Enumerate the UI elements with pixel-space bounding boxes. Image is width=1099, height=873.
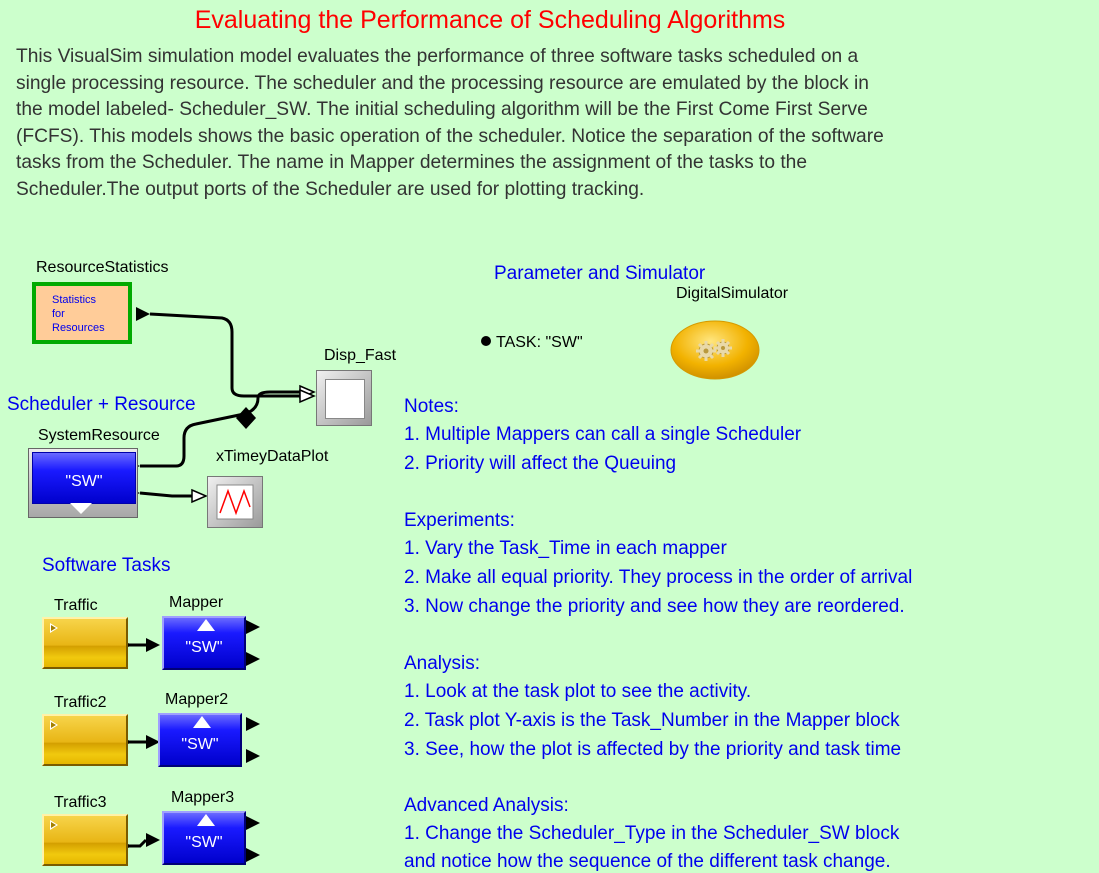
- advanced-analysis-item: and notice how the sequence of the diffe…: [404, 851, 891, 872]
- down-triangle-icon: [70, 503, 92, 514]
- mapper3-value: "SW": [185, 834, 223, 851]
- mapper-block[interactable]: "SW": [162, 616, 246, 670]
- wire-traffic3-to-mapper3: [128, 838, 148, 848]
- mapper-label: Mapper: [169, 594, 224, 611]
- sine-wave-icon: [216, 484, 254, 520]
- parameter-heading: Parameter and Simulator: [494, 263, 706, 284]
- system-resource-value: "SW": [65, 473, 103, 490]
- up-triangle-icon: [193, 716, 211, 728]
- analysis-item: 1. Look at the task plot to see the acti…: [404, 681, 752, 702]
- mapper2-block[interactable]: "SW": [158, 713, 242, 767]
- traffic3-label: Traffic3: [54, 794, 107, 811]
- advanced-analysis-item: 1. Change the Scheduler_Type in the Sche…: [404, 823, 900, 844]
- notes-heading: Notes:: [404, 396, 459, 417]
- wire-stats-to-disp: [149, 312, 300, 398]
- experiments-heading: Experiments:: [404, 510, 515, 531]
- task-parameter[interactable]: TASK: "SW": [481, 334, 583, 352]
- traffic-block[interactable]: [42, 617, 128, 669]
- stats-box-line: Statistics: [52, 294, 97, 306]
- traffic2-block[interactable]: [42, 714, 128, 766]
- mapper3-block[interactable]: "SW": [162, 811, 246, 865]
- software-tasks-heading: Software Tasks: [42, 555, 171, 576]
- scheduler-heading: Scheduler + Resource: [7, 394, 196, 415]
- bullet-icon: [481, 336, 491, 346]
- resource-statistics-label: ResourceStatistics: [36, 259, 169, 276]
- advanced-analysis-heading: Advanced Analysis:: [404, 795, 569, 816]
- up-triangle-icon: [197, 814, 215, 826]
- experiments-item: 3. Now change the priority and see how t…: [404, 596, 905, 617]
- simulator-label: DigitalSimulator: [676, 285, 789, 302]
- task-parameter-text: TASK: "SW": [496, 334, 583, 351]
- up-triangle-icon: [197, 619, 215, 631]
- digital-simulator-icon[interactable]: [668, 320, 762, 380]
- display-screen-icon: [325, 379, 365, 419]
- analysis-heading: Analysis:: [404, 653, 481, 674]
- xtimey-plot-label: xTimeyDataPlot: [216, 448, 329, 465]
- xtimey-plot-block[interactable]: [207, 476, 263, 528]
- mapper3-label: Mapper3: [171, 789, 235, 806]
- resource-statistics-block[interactable]: Statistics for Resources: [32, 282, 132, 344]
- notes-item: 2. Priority will affect the Queuing: [404, 453, 677, 474]
- model-description: This VisualSim simulation model evaluate…: [16, 46, 884, 200]
- system-resource-block[interactable]: "SW": [28, 448, 138, 518]
- analysis-item: 3. See, how the plot is affected by the …: [404, 739, 902, 760]
- stats-box-line: for: [52, 308, 65, 320]
- traffic3-block[interactable]: [42, 814, 128, 866]
- stats-box-line: Resources: [52, 322, 105, 334]
- play-icon: [50, 623, 58, 633]
- play-icon: [50, 720, 58, 730]
- disp-fast-block[interactable]: [316, 370, 372, 426]
- mapper2-label: Mapper2: [165, 691, 229, 708]
- play-icon: [50, 820, 58, 830]
- notes-item: 1. Multiple Mappers can call a single Sc…: [404, 424, 802, 445]
- system-resource-label: SystemResource: [38, 427, 160, 444]
- mapper-value: "SW": [185, 639, 223, 656]
- disp-fast-label: Disp_Fast: [324, 347, 397, 364]
- experiments-item: 1. Vary the Task_Time in each mapper: [404, 538, 727, 559]
- wire-sysres-to-plot: [139, 491, 192, 498]
- relation-diamond: [236, 407, 256, 429]
- experiments-item: 2. Make all equal priority. They process…: [404, 567, 913, 588]
- traffic-label: Traffic: [54, 597, 98, 614]
- mapper2-value: "SW": [181, 736, 219, 753]
- traffic2-label: Traffic2: [54, 694, 107, 711]
- analysis-item: 2. Task plot Y-axis is the Task_Number i…: [404, 710, 900, 731]
- page-title: Evaluating the Performance of Scheduling…: [194, 6, 786, 34]
- wire-sysres-to-disp: [140, 390, 300, 468]
